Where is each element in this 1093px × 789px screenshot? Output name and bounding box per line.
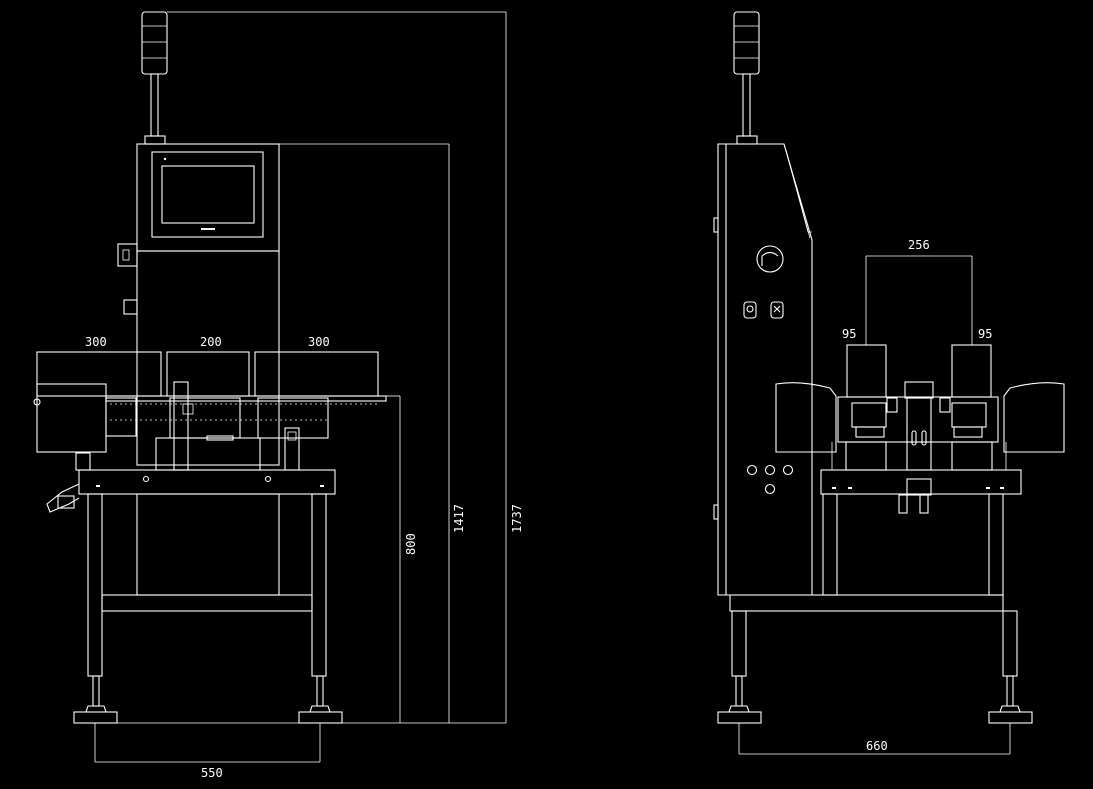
dim-front-width-infeed: 300	[85, 335, 107, 349]
main-switch-icon	[756, 245, 784, 273]
dim-front-width-outfeed: 300	[308, 335, 330, 349]
side-dimensions	[738, 255, 1011, 755]
dim-front-height-cabinet: 1417	[452, 504, 466, 533]
side-weigh-modules	[831, 344, 1007, 471]
front-frame	[46, 452, 343, 724]
side-cabinet	[713, 143, 813, 596]
infeed-conveyor	[33, 351, 162, 453]
dim-front-width-weigh: 200	[200, 335, 222, 349]
dim-side-top-width: 256	[908, 238, 930, 252]
control-cabinet	[117, 143, 280, 466]
dim-side-module-left: 95	[842, 327, 856, 341]
signal-tower	[141, 11, 168, 145]
right-guide-plate	[1003, 382, 1065, 453]
side-frame	[717, 469, 1033, 724]
touch-screen	[151, 151, 264, 238]
dim-front-leg-spacing: 550	[201, 766, 223, 780]
outfeed-conveyor	[254, 351, 379, 471]
dim-front-height-conveyor: 800	[404, 533, 418, 555]
dim-front-height-total: 1737	[510, 504, 524, 533]
left-guide-plate	[775, 382, 837, 453]
conveyor-belt	[105, 395, 387, 402]
dim-side-leg-spacing: 660	[866, 739, 888, 753]
dim-side-module-right: 95	[978, 327, 992, 341]
front-view: 300 200 300 800 1417 1737 550	[33, 11, 524, 780]
side-view: 256 95 95 660	[713, 11, 1065, 755]
weigh-conveyor	[166, 351, 250, 471]
front-dimensions	[94, 11, 507, 763]
side-signal-tower	[733, 11, 760, 145]
